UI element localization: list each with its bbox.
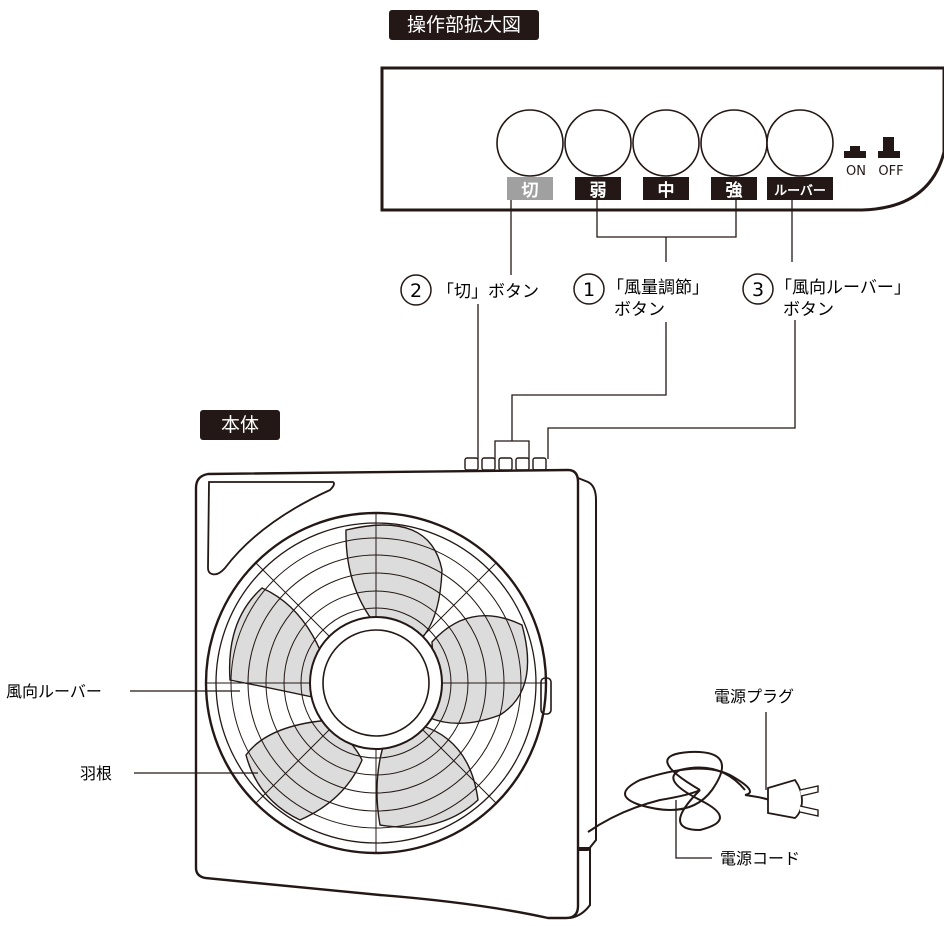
part-label-blade: 羽根 [80,764,258,783]
fan-hub-inner [322,629,430,737]
part-label-plug: 電源プラグ [714,687,794,790]
callout-louver-line1: 「風向ルーバー」 [775,278,911,298]
strong-button-label: 強 [726,180,743,201]
switch-off-icon [878,151,900,158]
part-label-cord: 電源コード [675,800,800,868]
carry-handle [207,481,335,576]
callout-louver-button: 3 「風向ルーバー」 ボタン [742,273,911,320]
switch-off-label: OFF [878,164,903,179]
fan-body [194,457,597,920]
panel-button-labels: 切 弱 中 強 ルーバー [507,177,833,201]
switch-on-icon [844,151,866,158]
body-leader-lines [477,304,796,459]
fan-grille-inner [206,513,546,853]
callout-number-1: 1 [583,279,595,301]
fan-top-buttons [464,457,547,471]
panel-button-circles [496,109,834,177]
callout-number-circle-3 [742,273,774,305]
off-button-label: 切 [522,181,539,201]
power-switch: ON OFF [844,137,904,179]
body-title-badge: 本体 [200,410,280,440]
blade-label: 羽根 [80,764,112,783]
medium-button-circle[interactable] [632,109,700,177]
callout-number-3: 3 [752,279,764,301]
callout-number-circle-1 [573,273,605,305]
body-title: 本体 [221,414,259,436]
callout-speed-button: 1 「風量調節」 ボタン [573,273,709,320]
callout-speed-line2: ボタン [614,300,665,320]
louver-button-circle[interactable] [766,109,834,177]
fan-blades [228,524,529,828]
weak-button-label: 弱 [590,181,607,201]
louver-button-label: ルーバー [774,184,826,199]
callout-speed-line1: 「風量調節」 [607,278,709,298]
panel-title: 操作部拡大図 [407,14,521,36]
cord-label: 電源コード [720,849,800,868]
callout-off-button: 2 「切」ボタン [400,274,539,306]
medium-button-label: 中 [658,180,675,201]
off-button-circle[interactable] [496,109,564,177]
callout-louver-line2: ボタン [783,300,834,320]
switch-on-label: ON [846,164,866,179]
louver-label: 風向ルーバー [6,682,102,701]
panel-title-badge: 操作部拡大図 [389,10,539,40]
panel-leader-lines [510,200,793,275]
strong-button-circle[interactable] [700,109,768,177]
callout-off-button-text: 「切」ボタン [437,282,539,302]
power-cord [587,750,771,833]
power-plug [767,778,819,819]
weak-button-circle[interactable] [564,109,632,177]
part-label-louver: 風向ルーバー [6,682,240,701]
callout-number-circle-2 [400,274,432,306]
plug-label: 電源プラグ [714,687,794,706]
callout-number-2: 2 [410,280,422,302]
